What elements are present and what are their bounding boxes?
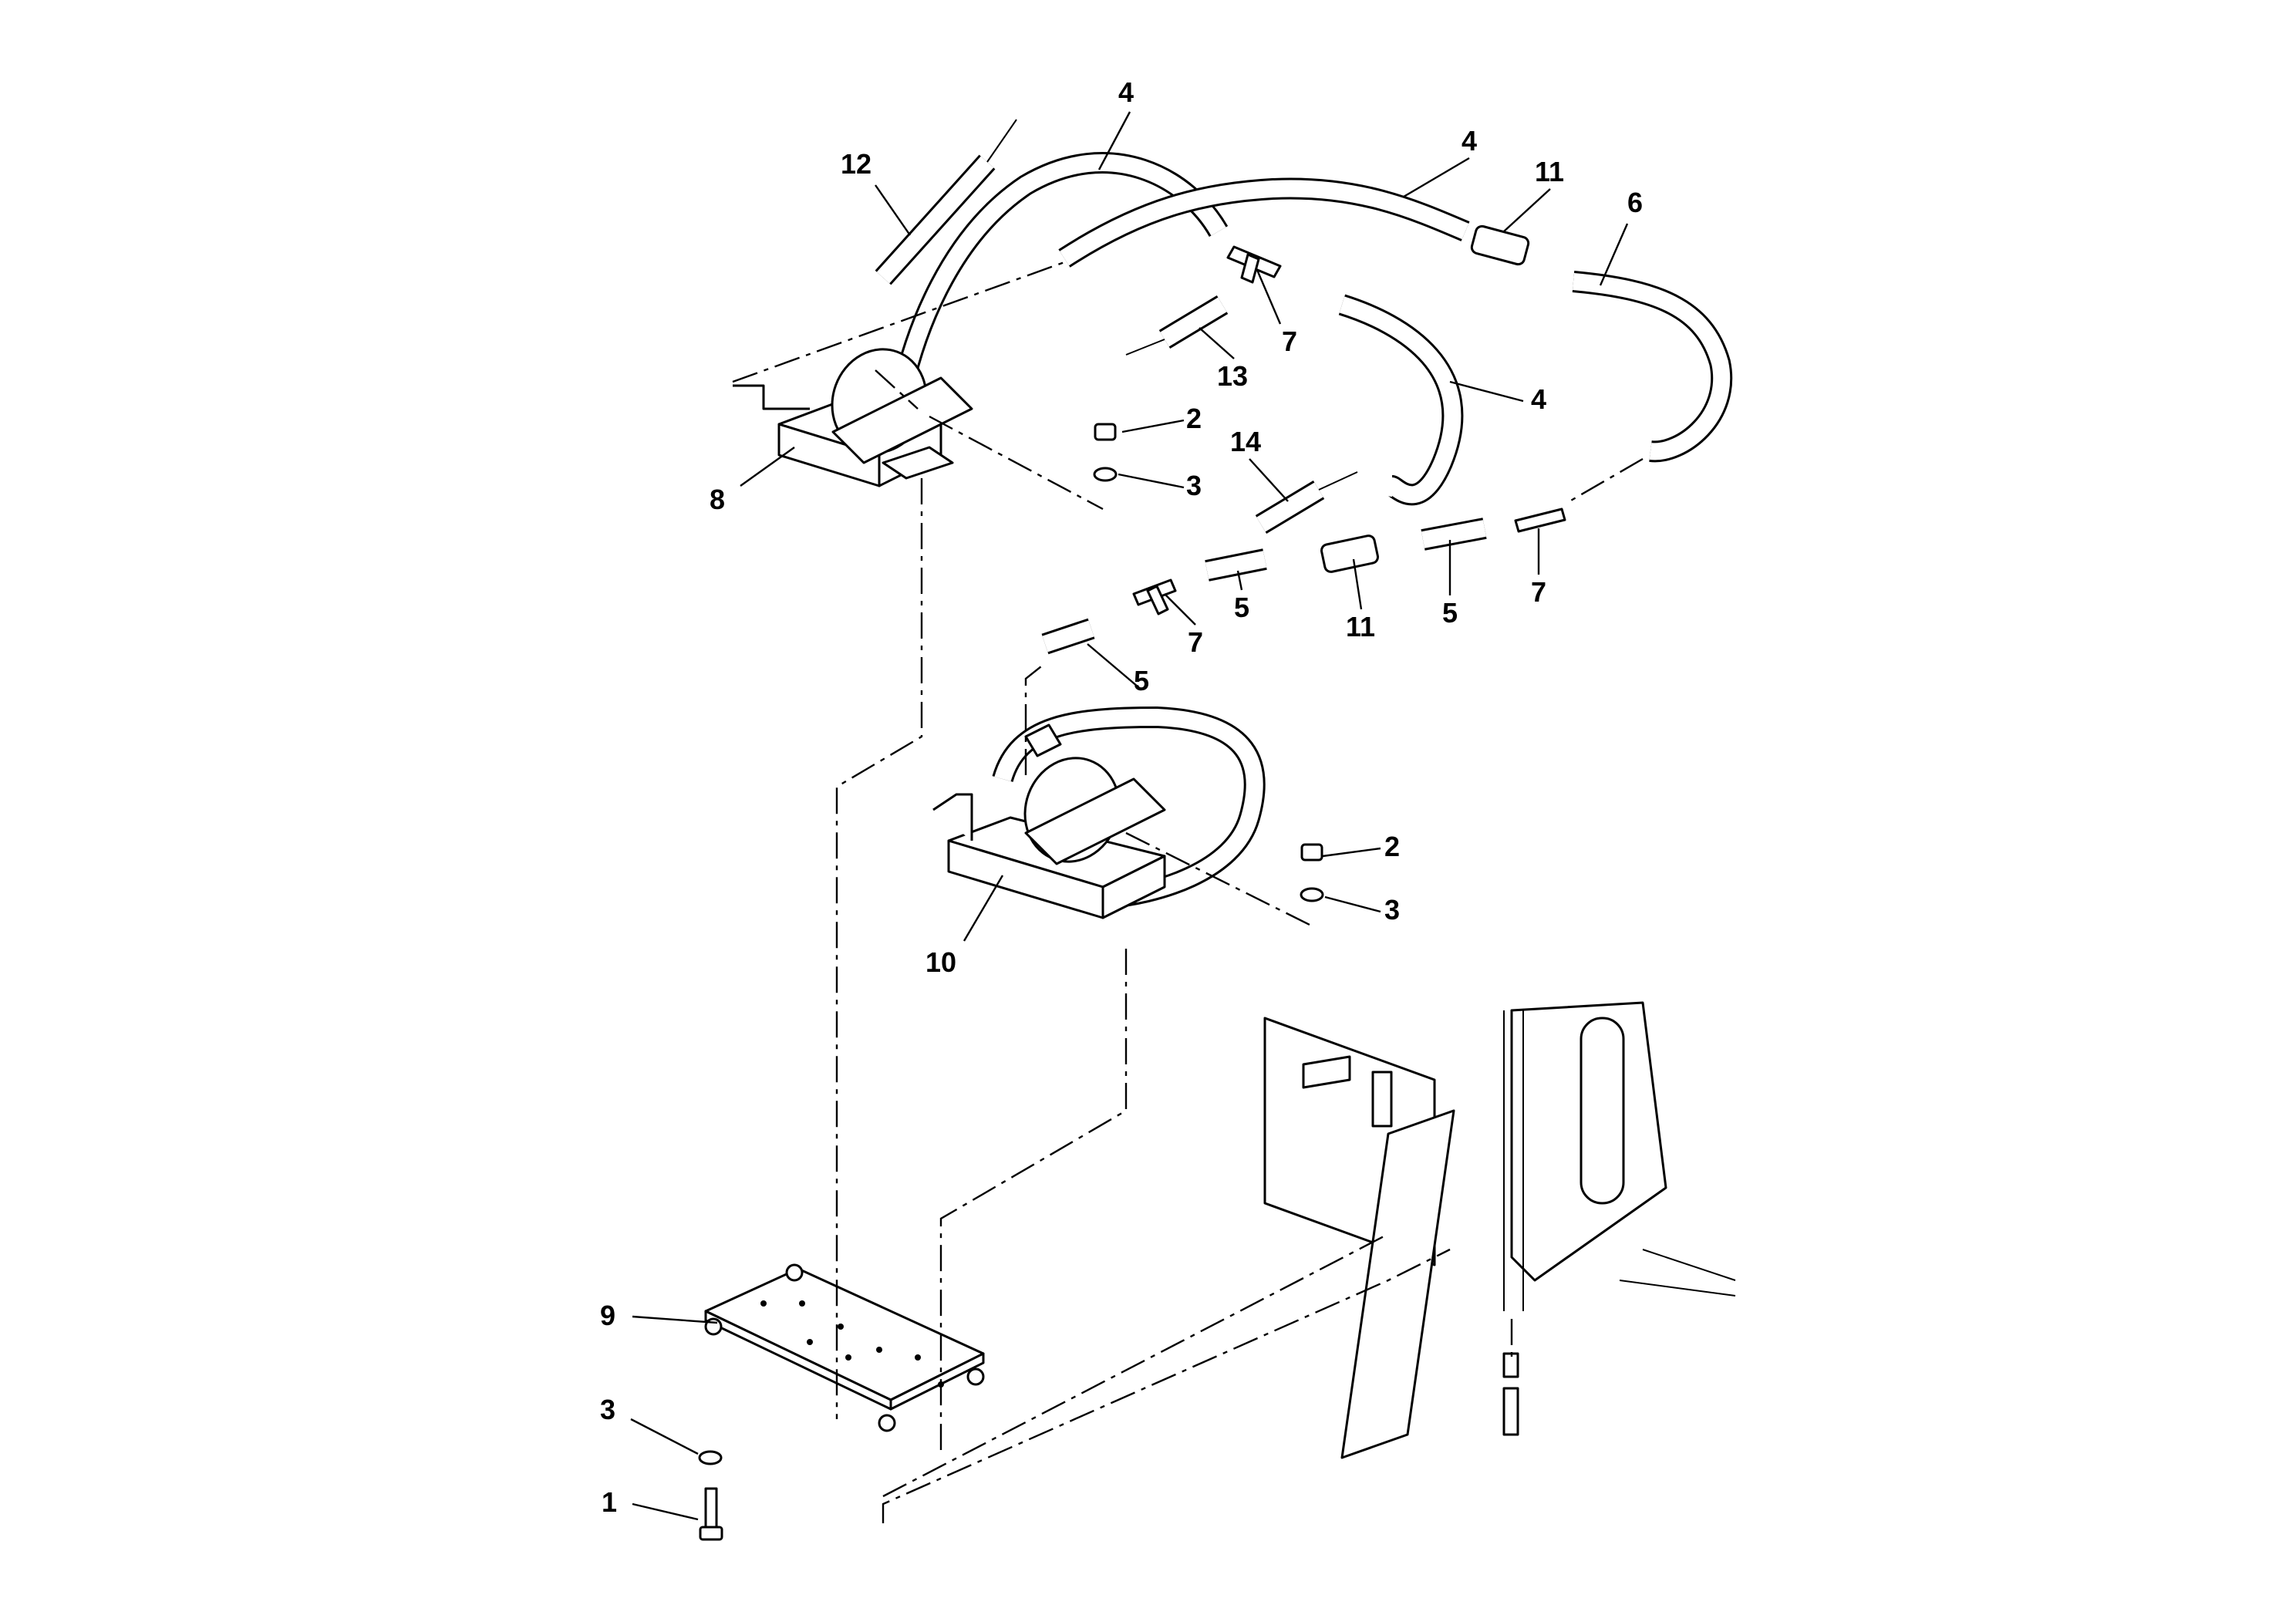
callout-3: 3: [1186, 470, 1202, 501]
callout-11: 11: [1535, 156, 1564, 187]
callout-4: 4: [1462, 125, 1477, 157]
fittings: [1132, 224, 1566, 615]
callout-10: 10: [925, 946, 956, 978]
callout-13: 13: [1217, 360, 1248, 392]
mounting-plate: [704, 1263, 985, 1432]
hose-assembly: [875, 119, 1733, 909]
callout-8: 8: [710, 484, 725, 515]
callout-5: 5: [1442, 597, 1458, 629]
fasteners: [698, 423, 1324, 1541]
callout-7: 7: [1282, 325, 1297, 357]
callout-9: 9: [600, 1300, 615, 1331]
callout-5: 5: [1134, 665, 1149, 696]
assembly-lines: [732, 261, 1644, 1523]
leader-lines: [630, 111, 1629, 1521]
callout-6: 6: [1627, 187, 1643, 218]
fuel-pump-lower: [932, 723, 1166, 919]
callout-12: 12: [841, 148, 872, 180]
callout-2: 2: [1384, 831, 1400, 862]
frame-bracket: [1263, 1001, 1736, 1459]
fuel-pump-upper: [733, 348, 973, 487]
callout-5: 5: [1234, 592, 1249, 623]
callout-labels: 1 2 2 3 3 3 4 4 4 5 5 5 6 7 7 7 8 9 10 1…: [600, 76, 1643, 1518]
callout-4: 4: [1531, 383, 1546, 415]
callout-11: 11: [1346, 611, 1375, 642]
callout-7: 7: [1188, 626, 1203, 658]
callout-1: 1: [602, 1486, 617, 1518]
callout-7: 7: [1531, 576, 1546, 608]
callout-3: 3: [600, 1394, 615, 1425]
callout-3: 3: [1384, 894, 1400, 926]
callout-2: 2: [1186, 403, 1202, 434]
callout-14: 14: [1230, 426, 1261, 457]
callout-4: 4: [1118, 76, 1134, 108]
